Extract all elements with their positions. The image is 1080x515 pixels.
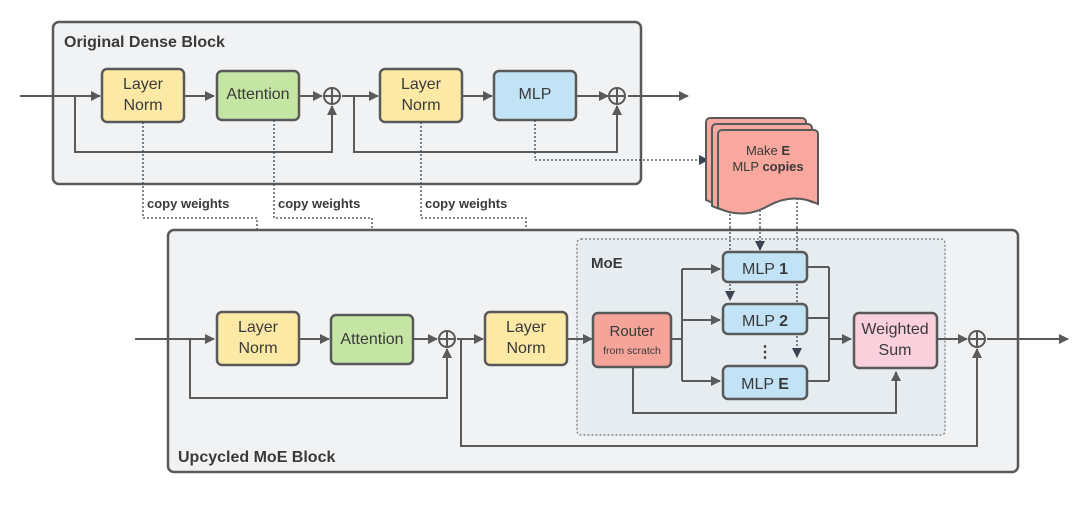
svg-text:Layer: Layer: [506, 319, 547, 336]
moe-region: [576, 238, 946, 436]
svg-text:Make E: Make E: [746, 143, 790, 158]
copy-weights-label-3: copy weights: [425, 196, 507, 211]
moe-flow-lines: [135, 264, 1069, 447]
copy-weights-label-2: copy weights: [278, 196, 360, 211]
svg-text:MLP 1: MLP 1: [742, 261, 788, 278]
dense-block-title: Original Dense Block: [64, 34, 225, 51]
dense-attention: Attention: [215, 69, 301, 122]
moe-layernorm-1: Layer Norm: [215, 310, 301, 367]
svg-text:from scratch: from scratch: [603, 345, 661, 357]
svg-text:Norm: Norm: [506, 340, 545, 357]
weighted-sum: Weighted Sum: [852, 311, 939, 370]
svg-text:Sum: Sum: [879, 342, 912, 359]
experts-ellipsis: ⋮: [757, 344, 773, 361]
dense-flow-lines: [20, 91, 689, 153]
svg-text:MLP: MLP: [519, 86, 552, 103]
svg-text:Layer: Layer: [238, 319, 279, 336]
expert-mlp-2: MLP 2: [721, 302, 809, 336]
svg-text:Router: Router: [609, 323, 654, 340]
dense-layernorm-1: Layer Norm: [100, 67, 186, 124]
copy-weights-label-1: copy weights: [147, 196, 229, 211]
svg-text:Attention: Attention: [340, 331, 403, 348]
expert-mlp-e: MLP E: [721, 364, 809, 401]
router: Router from scratch: [591, 311, 673, 369]
svg-text:Layer: Layer: [123, 76, 164, 93]
moe-label: MoE: [591, 255, 623, 272]
expert-mlp-1: MLP 1: [721, 250, 809, 284]
dense-block-container: [51, 20, 643, 186]
moe-add-2: [968, 330, 986, 348]
dense-layernorm-2: Layer Norm: [378, 67, 464, 124]
svg-text:MLP copies: MLP copies: [732, 159, 803, 174]
svg-text:Norm: Norm: [401, 97, 440, 114]
svg-text:Norm: Norm: [123, 97, 162, 114]
mlp-copies-note: Make E MLP copies: [705, 117, 819, 215]
moe-attention: Attention: [329, 313, 415, 366]
svg-text:Layer: Layer: [401, 76, 442, 93]
moe-block-title: Upcycled MoE Block: [178, 449, 335, 466]
svg-text:Attention: Attention: [226, 86, 289, 103]
svg-text:Norm: Norm: [238, 340, 277, 357]
dense-add-2: [608, 87, 626, 105]
moe-add-1: [438, 330, 456, 348]
svg-text:Weighted: Weighted: [861, 321, 928, 338]
moe-layernorm-2: Layer Norm: [483, 310, 569, 367]
svg-text:MLP E: MLP E: [741, 376, 789, 393]
dense-add-1: [323, 87, 341, 105]
svg-text:MLP 2: MLP 2: [742, 313, 788, 330]
dense-mlp: MLP: [492, 69, 578, 122]
